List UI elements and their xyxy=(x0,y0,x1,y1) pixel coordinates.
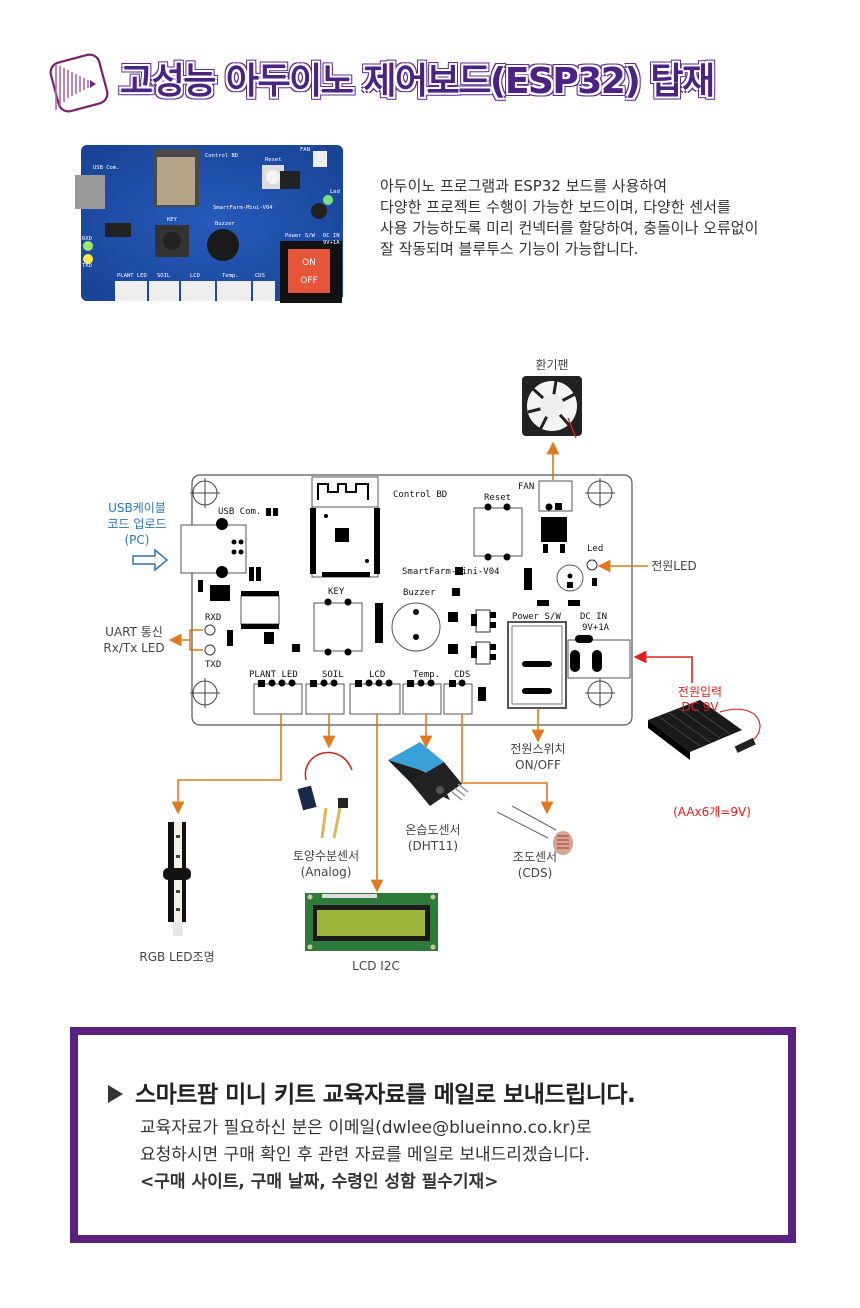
callout-power-switch-line1: 전원스위치 xyxy=(510,742,565,756)
label-dc-in: DC IN xyxy=(580,612,607,622)
board-label: Led xyxy=(330,189,340,195)
callout-battery: (AAx6개=9V) xyxy=(673,805,751,819)
intro-description: 아두이노 프로그램과 ESP32 보드를 사용하여 다양한 프로젝트 수행이 가… xyxy=(380,176,758,260)
board-label: Control BD xyxy=(205,153,238,159)
callout-power-switch-line2: ON/OFF xyxy=(515,758,561,772)
intro-line: 아두이노 프로그램과 ESP32 보드를 사용하여 xyxy=(380,177,668,195)
intro-line: 사용 가능하도록 미리 컨넥터를 할당하여, 충돌이나 오류없이 xyxy=(380,219,759,237)
board-label: Reset xyxy=(265,157,282,163)
switch-on-label: ON xyxy=(302,258,316,268)
callout-usb-line2: 코드 업로드 xyxy=(107,517,166,531)
callout-uart-line1: UART 통신 xyxy=(105,625,163,639)
intro-line: 잘 작동되며 블루투스 기능이 가능합니다. xyxy=(380,240,639,258)
callout-uart-line2: Rx/Tx LED xyxy=(103,641,164,655)
callout-power-input-line1: 전원입력 xyxy=(678,685,722,699)
fan-image xyxy=(522,376,582,439)
battery-pack-image xyxy=(648,700,761,760)
label-model: SmartFarm-Mini-V04 xyxy=(402,567,500,577)
board-label: FAN xyxy=(300,147,310,153)
label-dc-rating: 9V+1A xyxy=(582,623,610,633)
switch-off-label: OFF xyxy=(300,276,317,286)
rgb-led-strip-image xyxy=(163,822,191,936)
cds-arrow xyxy=(461,714,554,815)
info-box: 스마트팜 미니 키트 교육자료를 메일로 보내드립니다. 교육자료가 필요하신 … xyxy=(70,1027,796,1243)
label-key: KEY xyxy=(328,587,345,597)
label-fan: FAN xyxy=(518,482,534,492)
board-label: SmartFarm-Mini-V04 xyxy=(213,205,273,211)
info-heading: 스마트팜 미니 키트 교육자료를 메일로 보내드립니다. xyxy=(135,1082,636,1108)
info-line-required: <구매 사이트, 구매 날짜, 수령인 성함 필수기재> xyxy=(140,1172,499,1192)
board-label: USB Com. xyxy=(93,165,120,171)
callout-cds-line1: 조도센서 xyxy=(513,850,557,864)
callout-fan: 환기팬 xyxy=(535,358,568,372)
board-label: Temp. xyxy=(222,273,239,279)
cds-sensor-image xyxy=(496,805,573,855)
board-label: SOIL xyxy=(157,273,171,279)
info-line-email: 교육자료가 필요하신 분은 이메일(dwlee@blueinno.co.kr)로 xyxy=(140,1118,592,1138)
label-txd: TXD xyxy=(205,660,221,670)
callout-usb-line3: (PC) xyxy=(125,533,150,547)
triangle-right-icon xyxy=(108,1085,123,1103)
label-power-sw: Power S/W xyxy=(512,612,561,622)
usb-arrow-icon xyxy=(132,548,169,572)
label-buzzer: Buzzer xyxy=(403,588,436,598)
board-label: Power S/W xyxy=(285,233,315,239)
board-label: TXD xyxy=(82,263,92,269)
callout-power-input-line2: DC 9V xyxy=(681,700,719,714)
label-soil: SOIL xyxy=(322,670,344,680)
callout-rgb-led: RGB LED조명 xyxy=(139,950,214,964)
board-label: CDS xyxy=(255,273,265,279)
callout-cds-line2: (CDS) xyxy=(518,866,553,880)
lcd-module-image xyxy=(305,893,438,951)
label-control-bd: Control BD xyxy=(393,490,447,500)
label-lcd: LCD xyxy=(369,670,385,680)
board-label: 9V+1A xyxy=(323,240,340,246)
board-label: PLANT LED xyxy=(117,273,147,279)
info-body: 교육자료가 필요하신 분은 이메일(dwlee@blueinno.co.kr)로… xyxy=(140,1115,592,1196)
callout-usb-line1: USB케이블 xyxy=(108,501,166,515)
board-diagram: Control BD Reset FAN USB Com. Led KEY Bu… xyxy=(0,340,860,1000)
callout-lcd: LCD I2C xyxy=(352,959,400,973)
board-label: Buzzer xyxy=(215,221,236,227)
label-rxd: RXD xyxy=(205,613,221,623)
callout-soil-line1: 토양수분센서 xyxy=(293,849,359,863)
intro-line: 다양한 프로젝트 수행이 가능한 보드이며, 다양한 센서를 xyxy=(380,198,731,216)
callout-soil-line2: (Analog) xyxy=(301,865,352,879)
label-usb-com: USB Com. xyxy=(218,507,261,517)
label-led: Led xyxy=(587,544,603,554)
label-reset: Reset xyxy=(484,493,511,503)
label-cds: CDS xyxy=(454,670,470,680)
info-line-request: 요청하시면 구매 확인 후 관련 자료를 메일로 보내드리겠습니다. xyxy=(140,1145,590,1165)
logo-icon xyxy=(44,52,114,116)
board-label: KEY xyxy=(167,217,178,223)
label-temp: Temp. xyxy=(413,670,440,680)
callout-dht-line2: (DHT11) xyxy=(408,839,458,853)
plant-led-arrow xyxy=(171,714,282,815)
board-label: DC IN xyxy=(323,233,340,239)
power-input-arrow xyxy=(633,650,693,683)
soil-sensor-image xyxy=(297,751,353,839)
label-plant-led: PLANT LED xyxy=(249,670,298,680)
callout-power-led: 전원LED xyxy=(651,559,697,573)
board-outline: Control BD Reset FAN USB Com. Led KEY Bu… xyxy=(180,474,633,726)
uart-arrow xyxy=(175,629,203,651)
board-photo: ON OFF Control BD Reset FAN USB Com. Led… xyxy=(75,143,347,303)
info-heading-row: 스마트팜 미니 키트 교육자료를 메일로 보내드립니다. xyxy=(108,1075,636,1109)
board-label: LCD xyxy=(190,273,200,279)
callout-dht-line1: 온습도센서 xyxy=(405,823,460,837)
board-label: RXD xyxy=(82,236,92,242)
page-title: 고성능 아두이노 제어보드(ESP32) 탑재 xyxy=(120,61,715,102)
dht11-sensor-image xyxy=(388,742,469,806)
